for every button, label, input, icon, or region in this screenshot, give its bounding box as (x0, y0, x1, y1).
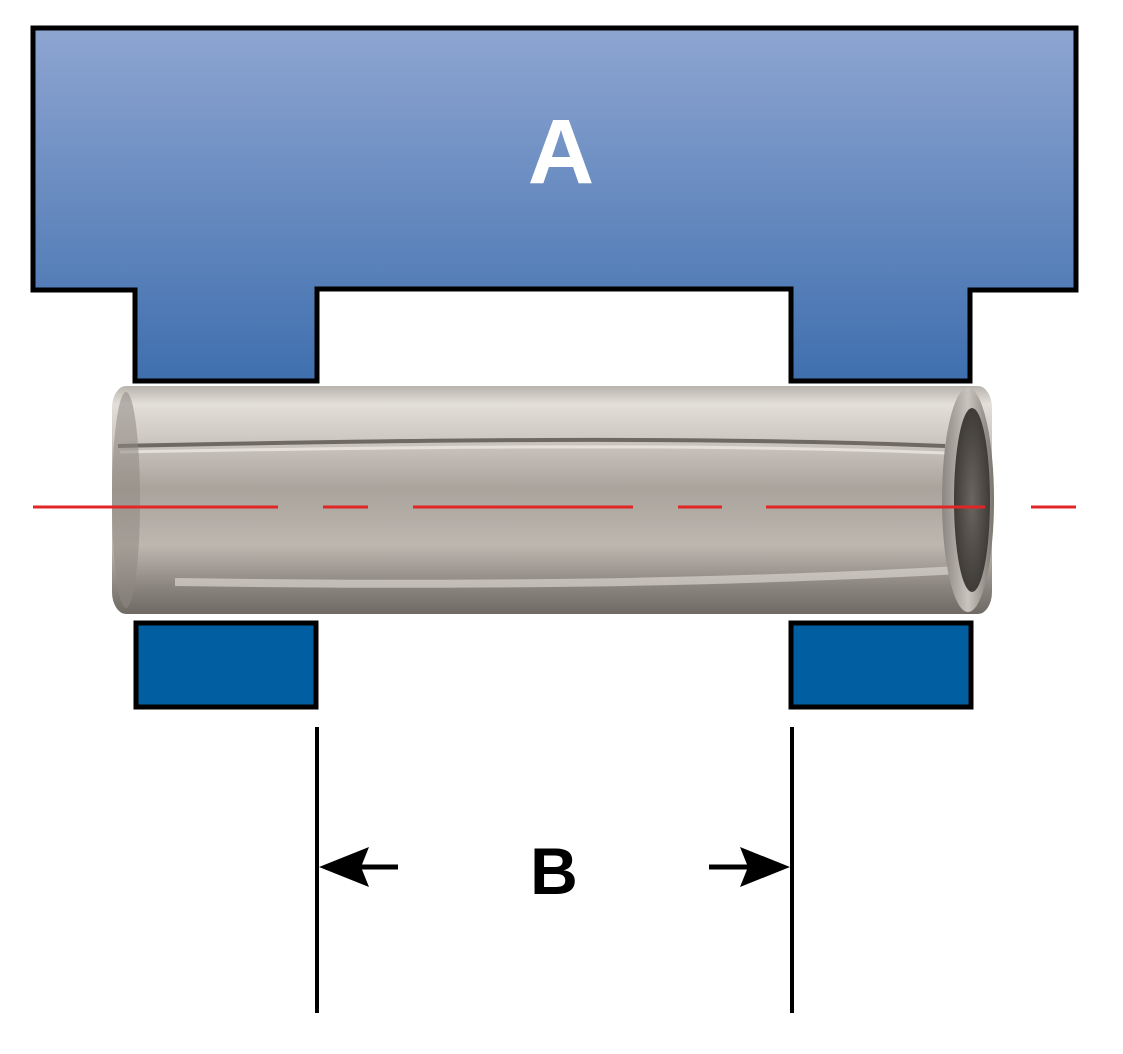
fixture-a-body (30, 25, 1079, 384)
dimension-b (315, 727, 794, 1013)
pin-left-end (112, 392, 140, 608)
right-support-block (788, 620, 974, 710)
left-support-block (133, 620, 319, 710)
spring-pin (112, 386, 994, 614)
label-b: B (530, 834, 578, 908)
pin-lower-sheen (174, 566, 961, 588)
label-a: A (528, 101, 594, 203)
dimension-arrow-right-head (740, 847, 790, 887)
pin-seam-highlight (119, 445, 946, 455)
pin-seam (117, 437, 946, 448)
dimension-arrow-left-head (319, 847, 369, 887)
pin-end-hole (954, 408, 990, 592)
